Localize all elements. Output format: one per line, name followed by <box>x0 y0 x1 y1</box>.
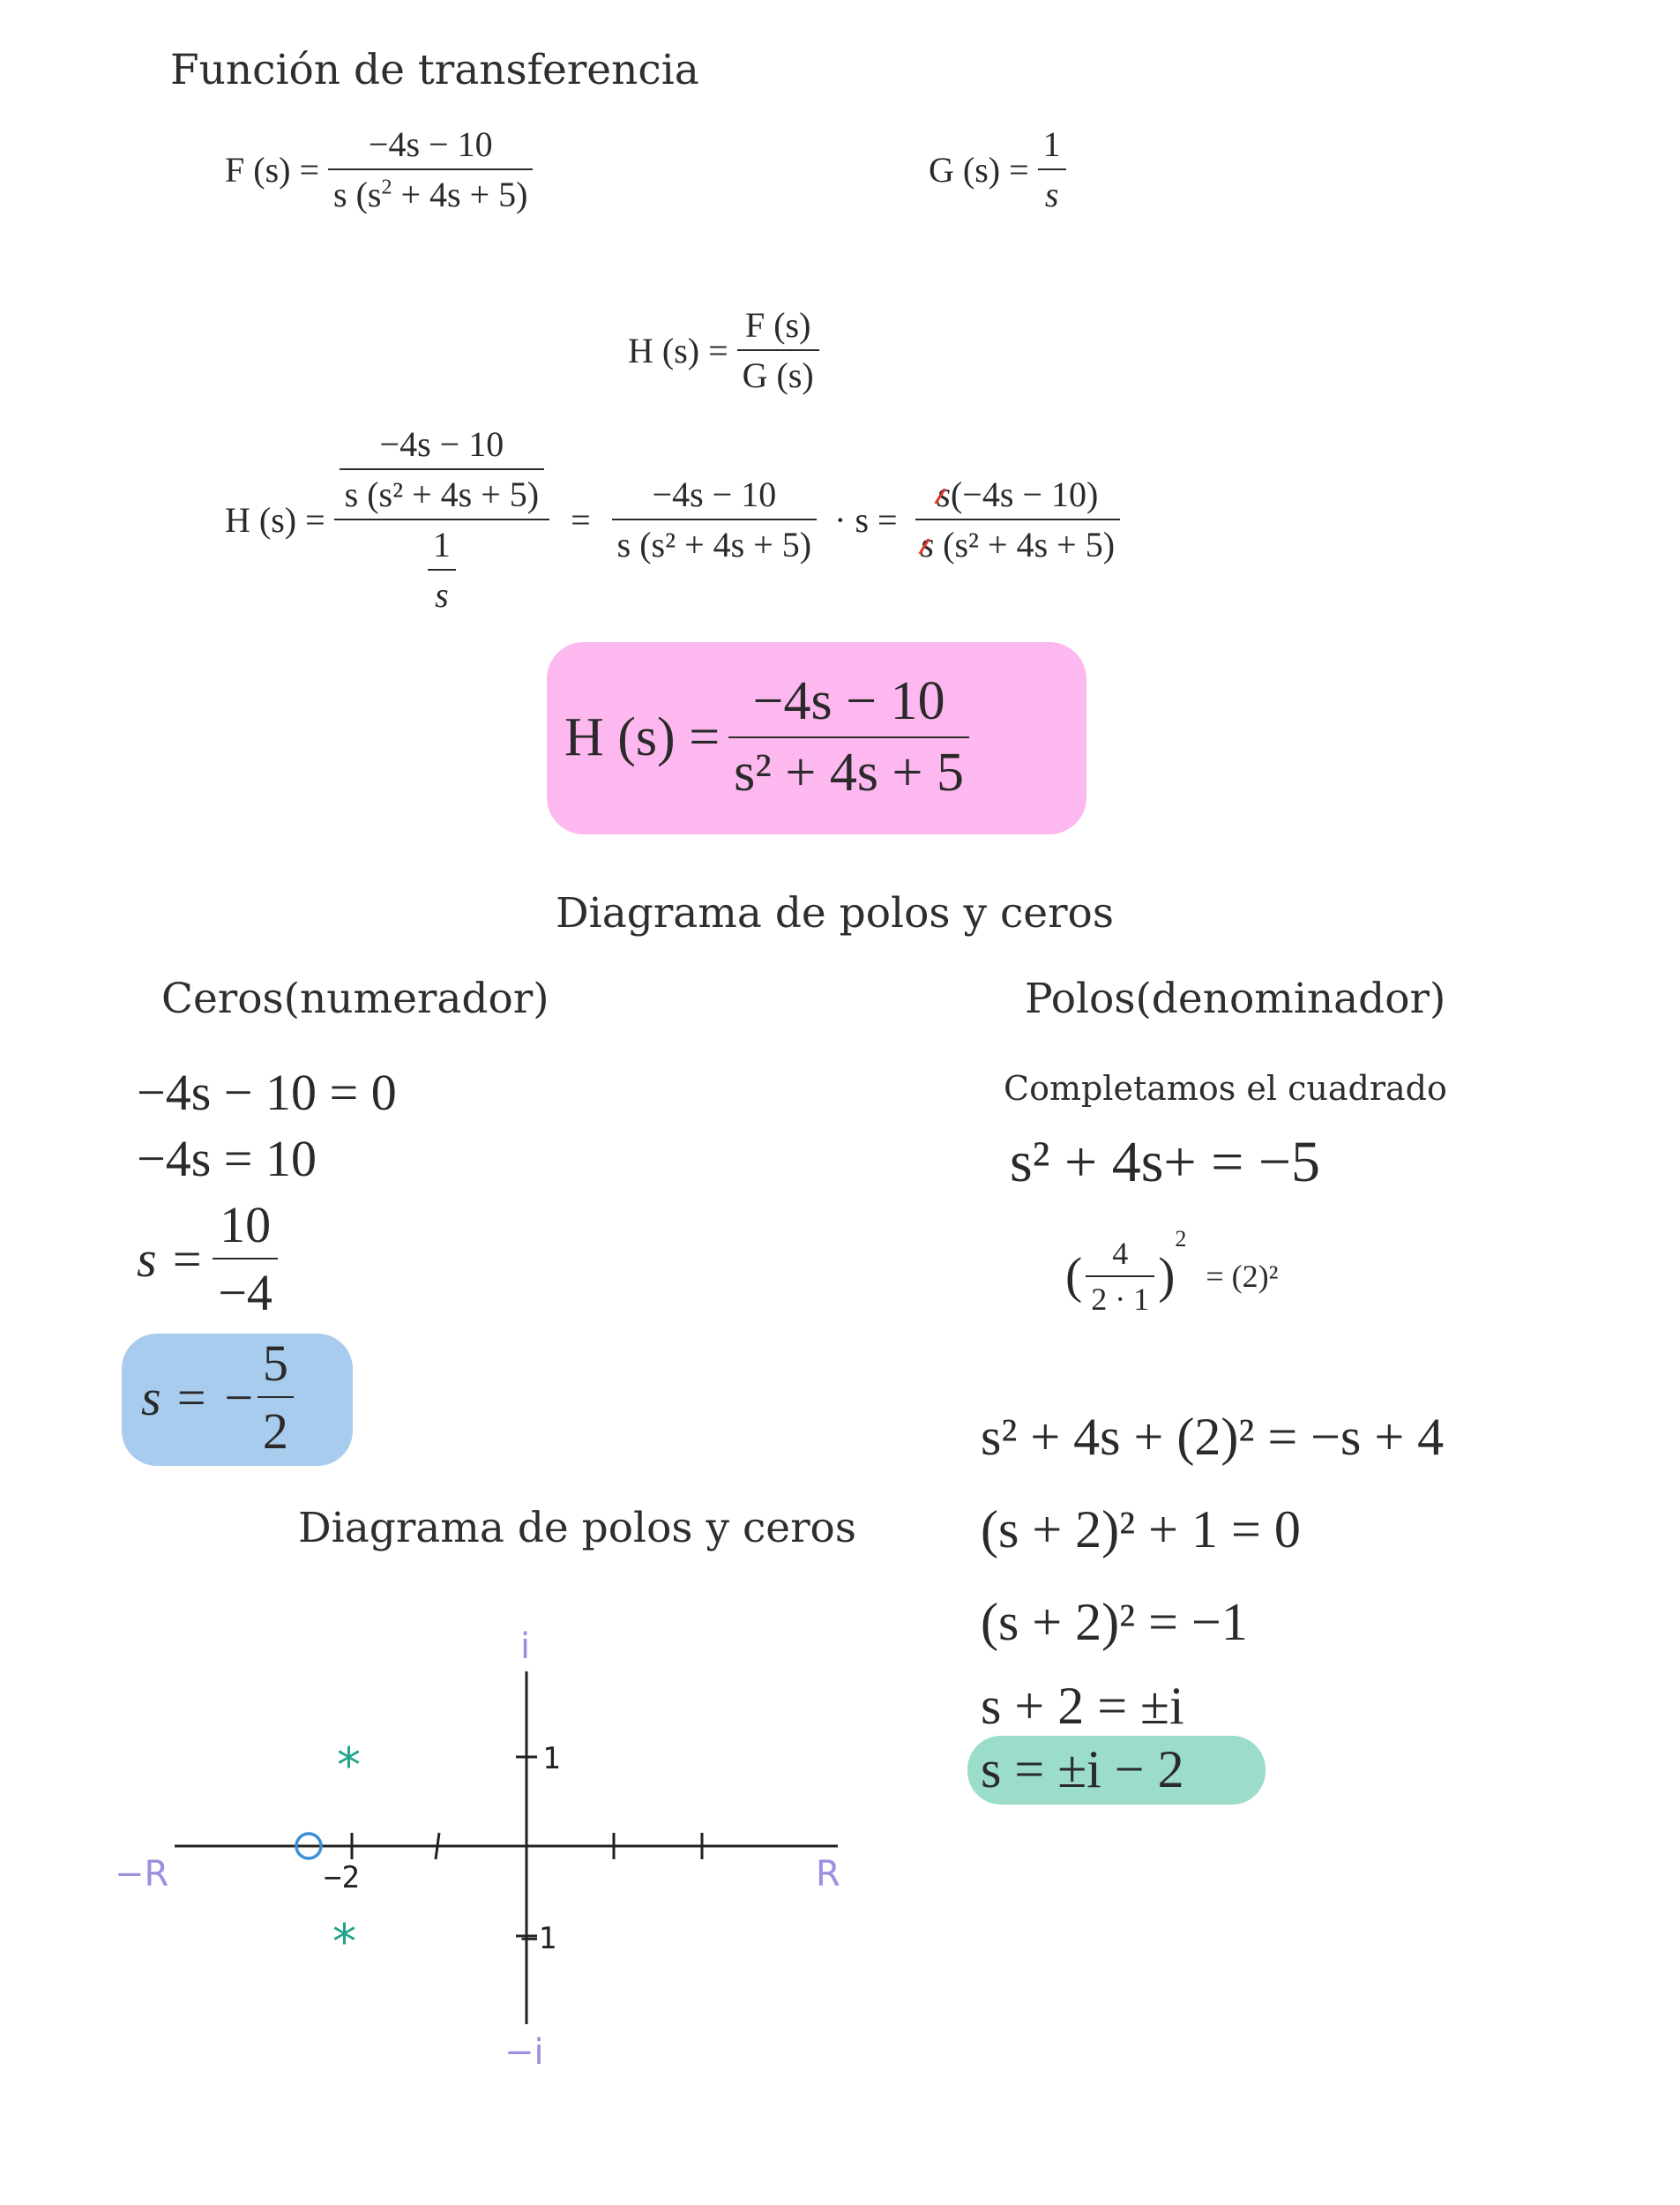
Hexp-equals: = <box>571 499 591 540</box>
Hexp-times-s: · s = <box>834 499 898 540</box>
Hdef-fraction: F (s) G (s) <box>736 304 819 396</box>
ceros-l4-fraction: 5 2 <box>257 1334 294 1461</box>
Hexp-one-over-s: 1 s <box>427 524 456 616</box>
ceros-l4-num: 5 <box>262 1334 288 1392</box>
polos-l2-rhs: = (2)² <box>1206 1259 1279 1294</box>
equation-G: G (s) = 1 s <box>929 123 1075 215</box>
Hexp-one: 1 <box>432 525 451 564</box>
Hres-lhs: H (s) = <box>564 706 721 767</box>
polos-line-4: (s + 2)² + 1 = 0 <box>981 1500 1301 1558</box>
equation-H-result: H (s) = −4s − 10 s² + 4s + 5 <box>564 670 978 804</box>
paren-close: ) <box>1158 1247 1176 1304</box>
ceros-l3-den: −4 <box>218 1264 273 1321</box>
G-fraction: 1 s <box>1037 123 1066 215</box>
polos-line-3: s² + 4s + (2)² = −s + 4 <box>981 1408 1445 1466</box>
label-imag-neg1: −1 <box>520 1921 556 1956</box>
pole-marker-lower: * <box>332 1914 356 1970</box>
label-axis-neg-R: −R <box>115 1854 168 1895</box>
polos-line-5: (s + 2)² = −1 <box>981 1593 1248 1651</box>
Hexp-right-numerator: s(−4s − 10) <box>931 474 1103 519</box>
ceros-l4-lhs: s = − <box>141 1368 256 1426</box>
polos-l2-fraction: 4 2 · 1 <box>1086 1235 1155 1318</box>
polos-line-1: s² + 4s+ = −5 <box>1010 1130 1321 1194</box>
equation-H-expansion: H (s) = −4s − 10 s (s² + 4s + 5) 1 s = −… <box>225 423 1129 616</box>
Hexp-inner-denominator: s (s² + 4s + 5) <box>344 475 540 514</box>
Hexp-right-fraction: s(−4s − 10) s (s² + 4s + 5) <box>915 474 1121 565</box>
tick-real-neg1 <box>434 1832 441 1860</box>
polos-l2-den: 2 · 1 <box>1091 1282 1150 1317</box>
Hdef-lhs: H (s) = <box>628 330 728 370</box>
ceros-line-4: s = − 5 2 <box>141 1334 302 1461</box>
section-title-transfer-function: Función de transferencia <box>170 46 699 94</box>
Hexp-mid-denominator: s (s² + 4s + 5) <box>616 525 812 564</box>
label-axis-i: i <box>520 1626 530 1667</box>
Hexp-right-den-rest: (s² + 4s + 5) <box>934 525 1116 564</box>
label-imag-1: 1 <box>542 1741 560 1776</box>
diagram-title: Diagrama de polos y ceros <box>298 1504 856 1552</box>
Hexp-complex-fraction: −4s − 10 s (s² + 4s + 5) 1 s <box>333 423 550 616</box>
G-denominator: s <box>1044 175 1059 214</box>
F-fraction: −4s − 10 s (s2 + 4s + 5) <box>328 123 534 215</box>
Hexp-outer-denominator: 1 s <box>422 520 461 616</box>
G-lhs: G (s) = <box>929 149 1029 190</box>
polos-subtitle: Completamos el cuadrado <box>1004 1069 1447 1108</box>
Hexp-outer-numerator: −4s − 10 s (s² + 4s + 5) <box>334 423 549 519</box>
equation-H-definition: H (s) = F (s) G (s) <box>628 304 828 396</box>
Hdef-numerator: F (s) <box>744 305 811 345</box>
ceros-line-3: s = 10 −4 <box>137 1195 287 1322</box>
section-title-pole-zero: Diagrama de polos y ceros <box>556 889 1114 938</box>
polos-l2-exp: 2 <box>1175 1226 1187 1252</box>
ceros-line-2: −4s = 10 <box>137 1130 317 1187</box>
Hexp-right-num-rest: (−4s − 10) <box>950 475 1099 514</box>
ceros-l3-num: 10 <box>220 1196 272 1253</box>
ceros-l3-fraction: 10 −4 <box>213 1195 278 1322</box>
Hexp-lhs: H (s) = <box>225 499 325 540</box>
Hexp-mid-fraction: −4s − 10 s (s² + 4s + 5) <box>611 474 818 565</box>
Hexp-mid-numerator: −4s − 10 <box>652 475 777 514</box>
ceros-l4-den: 2 <box>262 1402 288 1460</box>
polos-line-7: s = ±i − 2 <box>981 1740 1184 1798</box>
polos-l2-num: 4 <box>1112 1236 1129 1271</box>
result-highlight <box>547 642 1086 834</box>
G-numerator: 1 <box>1042 124 1061 164</box>
equation-F: F (s) = −4s − 10 s (s2 + 4s + 5) <box>225 123 541 215</box>
Hres-denominator: s² + 4s + 5 <box>734 743 964 803</box>
Hexp-inner-numerator: −4s − 10 <box>379 424 504 464</box>
paren-open: ( <box>1065 1247 1083 1304</box>
Hexp-s: s <box>435 575 449 615</box>
F-den-part1: s (s <box>333 175 382 214</box>
Hexp-inner-fraction: −4s − 10 s (s² + 4s + 5) <box>339 423 545 515</box>
ceros-line-1: −4s − 10 = 0 <box>137 1064 397 1121</box>
F-denominator: s (s2 + 4s + 5) <box>333 175 528 214</box>
F-den-part2: + 4s + 5) <box>392 175 528 214</box>
F-lhs: F (s) = <box>225 149 320 190</box>
zero-highlight <box>122 1334 353 1466</box>
cancelled-s-top: s <box>937 475 951 514</box>
pole-highlight <box>967 1736 1266 1805</box>
Hdef-denominator: G (s) <box>742 355 814 395</box>
polos-line-6: s + 2 = ±i <box>981 1677 1184 1735</box>
cancelled-s-bottom: s <box>920 525 935 564</box>
F-numerator: −4s − 10 <box>368 124 493 164</box>
pole-zero-plot: 1 −1 −2 i −i R −R * * <box>115 1626 840 2073</box>
pole-marker-upper: * <box>337 1738 361 1793</box>
Hexp-right-denominator: s (s² + 4s + 5) <box>915 520 1120 565</box>
label-real-neg2: −2 <box>324 1860 360 1895</box>
zero-marker <box>295 1832 323 1860</box>
Hres-fraction: −4s − 10 s² + 4s + 5 <box>728 670 969 804</box>
polos-line-2: ( 4 2 · 1 ) 2 = (2)² <box>1065 1226 1279 1318</box>
Hres-numerator: −4s − 10 <box>752 671 945 731</box>
ceros-title: Ceros(numerador) <box>161 975 549 1023</box>
label-axis-R: R <box>816 1854 840 1895</box>
ceros-l3-lhs: s = <box>137 1230 205 1288</box>
polos-title: Polos(denominador) <box>1025 975 1446 1023</box>
label-axis-neg-i: −i <box>504 2032 544 2073</box>
